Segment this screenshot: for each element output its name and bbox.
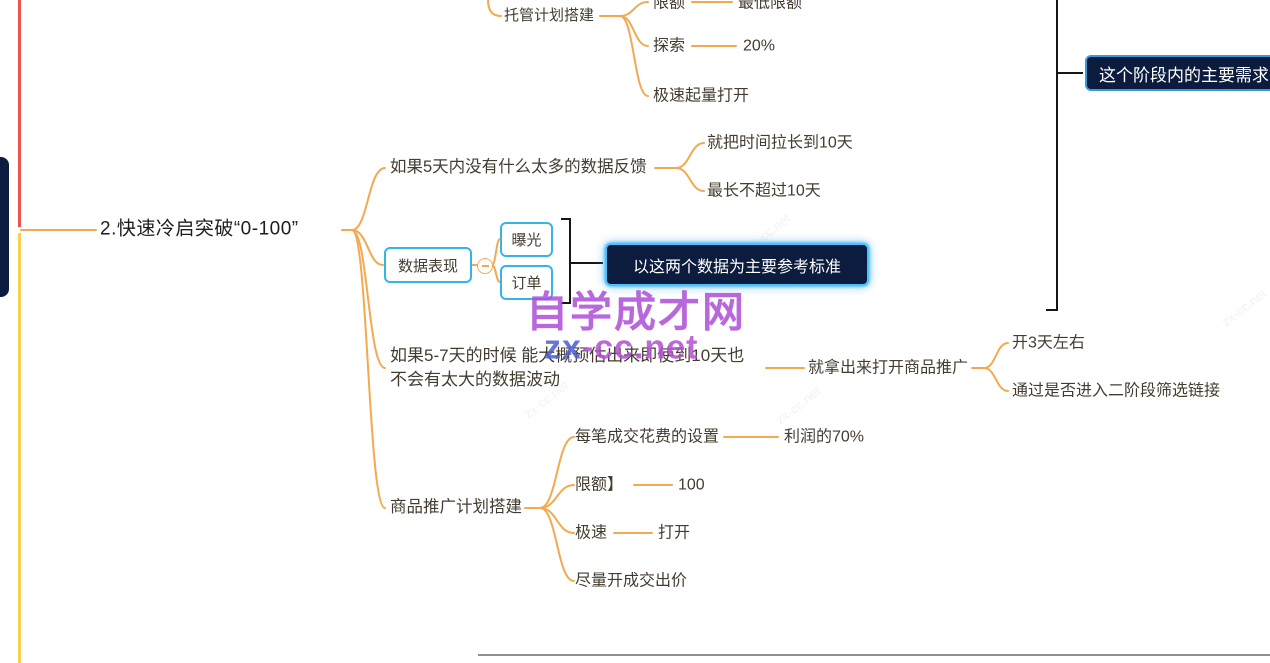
node-cost-per-deal-value[interactable]: 利润的70% <box>784 428 865 446</box>
node-max-10days[interactable]: 最长不超过10天 <box>707 182 821 200</box>
node-limit[interactable]: 限额 <box>653 0 686 12</box>
node-open-product-promo[interactable]: 就拿出来打开商品推广 <box>808 359 969 377</box>
watermark-site: zx-cc.net <box>544 329 699 368</box>
node-exposure[interactable]: 曝光 <box>500 222 553 257</box>
node-summary-standard[interactable]: 以这两个数据为主要参考标准 <box>605 243 869 286</box>
node-main-topic[interactable]: 2.快速冷启突破“0-100” <box>100 218 299 240</box>
node-open-3days[interactable]: 开3天左右 <box>1012 334 1085 352</box>
orange-branch-lines <box>20 0 1009 582</box>
node-promo-plan[interactable]: 商品推广计划搭建 <box>390 498 522 517</box>
node-hosting-plan[interactable]: 托管计划搭建 <box>504 7 595 24</box>
node-speed[interactable]: 极速 <box>575 524 608 542</box>
node-stage2-filter[interactable]: 通过是否进入二阶段筛选链接 <box>1012 382 1221 400</box>
minus-icon <box>481 265 489 267</box>
node-explore-value[interactable]: 20% <box>743 37 776 55</box>
node-speed-value[interactable]: 打开 <box>658 524 691 542</box>
node-estimate-line2[interactable]: 不会有太大的数据波动 <box>390 369 560 389</box>
node-limit-2[interactable]: 限额】 <box>575 476 624 494</box>
node-orders[interactable]: 订单 <box>500 265 553 300</box>
node-limit-value[interactable]: 最低限额 <box>738 0 803 12</box>
summary-bracket-lines <box>561 0 1083 311</box>
node-cost-per-deal[interactable]: 每笔成交花费的设置 <box>575 428 720 446</box>
node-rapid-start[interactable]: 极速起量打开 <box>653 87 750 105</box>
node-stage-requirement[interactable]: 这个阶段内的主要需求 <box>1085 55 1270 91</box>
collapsed-node-partial[interactable] <box>0 157 9 297</box>
node-no-feedback-5days[interactable]: 如果5天内没有什么太多的数据反馈 <box>390 158 647 177</box>
watermark-title: 自学成才网 <box>526 288 747 336</box>
node-estimate-line1[interactable]: 如果5-7天的时候 能大概预估出来即使到10天也 <box>390 345 745 365</box>
watermark-site-suffix: -cc.net <box>581 328 699 367</box>
collapse-toggle[interactable] <box>477 258 493 274</box>
node-extend-to-10days[interactable]: 就把时间拉长到10天 <box>707 134 853 152</box>
watermark-site-prefix: zx <box>544 328 582 367</box>
horizontal-scrollbar[interactable] <box>478 654 1270 656</box>
node-limit-2-value[interactable]: 100 <box>678 476 705 494</box>
node-data-performance[interactable]: 数据表现 <box>384 247 472 283</box>
node-explore[interactable]: 探索 <box>653 37 686 55</box>
node-bid-by-deal[interactable]: 尽量开成交出价 <box>575 572 688 590</box>
